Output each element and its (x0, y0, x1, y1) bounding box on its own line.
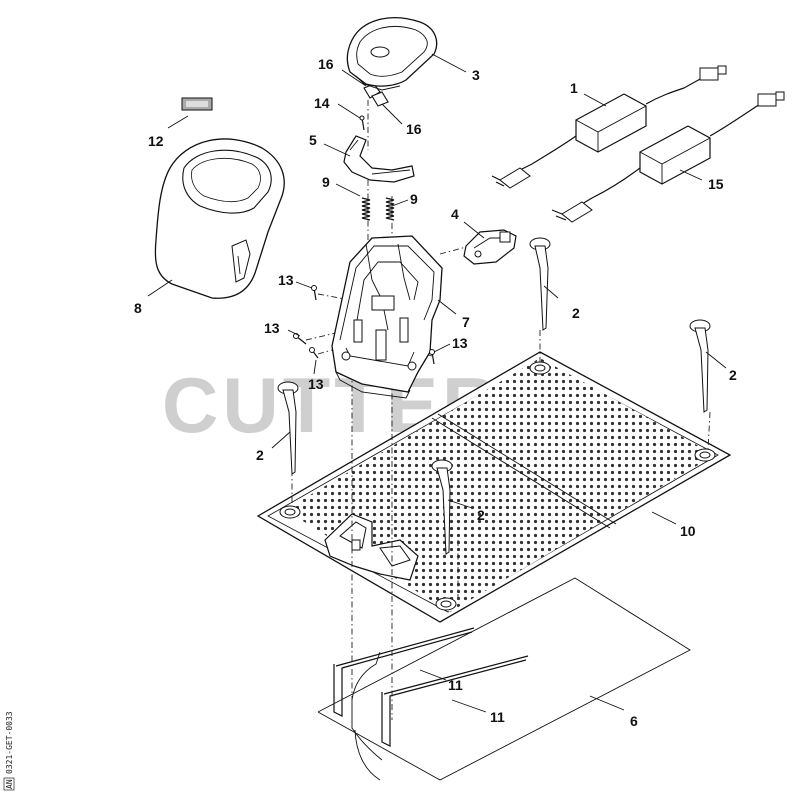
spring-icon (385, 197, 395, 221)
part-3-top-cover (346, 17, 438, 91)
screw-icon (359, 115, 365, 131)
part-1-power-supply (491, 65, 727, 189)
assembly-lines (291, 100, 711, 720)
spring-icon (361, 197, 371, 221)
callout-12: 12 (148, 133, 164, 149)
peg-icon (277, 381, 299, 475)
peg-icon (689, 319, 711, 413)
callout-14: 14 (314, 95, 330, 111)
clip-icon (371, 91, 389, 107)
callout-13: 13 (452, 335, 468, 351)
drawing-code: 0321-GET-0033 AN (3, 711, 15, 791)
callout-15: 15 (708, 176, 724, 192)
part-6-base-sheet (317, 577, 691, 781)
callout-16: 16 (406, 121, 422, 137)
callout-13: 13 (308, 376, 324, 392)
callout-labels: 1 2 2 2 2 3 4 5 6 7 8 9 9 10 11 11 12 13… (134, 56, 737, 729)
peg-icon (431, 459, 453, 555)
drawing-code-box: AN (5, 779, 14, 789)
screw-icon (309, 347, 319, 359)
callout-13: 13 (264, 320, 280, 336)
callout-7: 7 (462, 314, 470, 330)
callout-2: 2 (729, 367, 737, 383)
screw-icon (293, 333, 307, 345)
leader-lines (147, 53, 727, 713)
drawing-code-text: 0321-GET-0033 (5, 711, 14, 774)
part-11-guide-wires (333, 627, 529, 747)
part-4-connector (463, 229, 517, 265)
callout-8: 8 (134, 300, 142, 316)
callout-9: 9 (410, 191, 418, 207)
callout-2: 2 (572, 305, 580, 321)
callout-3: 3 (472, 67, 480, 83)
callout-4: 4 (451, 206, 459, 222)
part-8-hood-cover (154, 138, 285, 299)
callout-6: 6 (630, 713, 638, 729)
screw-icon (311, 285, 317, 301)
callout-11: 11 (448, 677, 463, 693)
callout-13: 13 (278, 272, 294, 288)
callout-2: 2 (477, 507, 485, 523)
callout-1: 1 (570, 80, 578, 96)
callout-11: 11 (490, 709, 505, 725)
callout-9: 9 (322, 174, 330, 190)
peg-icon (529, 237, 551, 331)
callout-2: 2 (256, 447, 264, 463)
part-15-power-supply (551, 91, 785, 223)
part-7-docking-station (331, 235, 443, 399)
part-12-label-plate (181, 97, 213, 111)
part-5-contact-bracket (343, 135, 415, 183)
callout-10: 10 (680, 523, 696, 539)
callout-5: 5 (309, 132, 317, 148)
callout-16: 16 (318, 56, 334, 72)
